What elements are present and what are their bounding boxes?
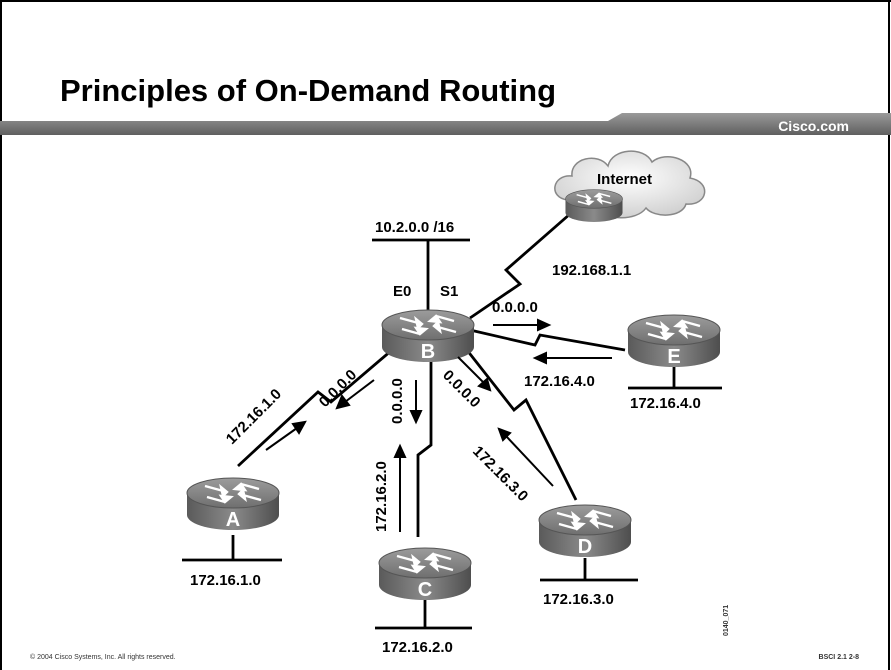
router-c-label: C <box>418 579 432 601</box>
interface-e0-label: E0 <box>393 283 411 300</box>
router-e-label: E <box>667 346 680 368</box>
internet-router-icon <box>564 188 624 223</box>
internet-label: Internet <box>597 171 652 188</box>
serial-link-b-d <box>461 344 578 501</box>
default-route-to-c-label: 0.0.0.0 <box>389 378 406 424</box>
lan-e-address-label: 172.16.4.0 <box>630 395 701 412</box>
lan-c-address-label: 172.16.2.0 <box>382 639 453 656</box>
update-from-c-label: 172.16.2.0 <box>373 461 390 532</box>
update-from-e-label: 172.16.4.0 <box>524 373 595 390</box>
default-route-to-d-label: 0.0.0.0 <box>439 367 483 411</box>
slide-frame-top <box>0 0 891 12</box>
serial-link-b-a <box>237 348 393 468</box>
lan-a-address-label: 172.16.1.0 <box>190 572 261 589</box>
lan-d-address-label: 172.16.3.0 <box>543 591 614 608</box>
header-bar <box>0 113 891 135</box>
serial-link-b-internet <box>469 205 579 320</box>
router-d-label: D <box>578 536 592 558</box>
update-arrows <box>265 318 612 532</box>
serial-link-b-c <box>416 348 433 537</box>
update-from-a-label: 172.16.1.0 <box>223 386 285 448</box>
serial-link-b-e <box>469 328 626 352</box>
slide-title: Principles of On-Demand Routing <box>60 73 557 108</box>
slide-frame-left <box>0 0 2 670</box>
interface-s1-label: S1 <box>440 283 458 300</box>
network-links <box>182 205 722 630</box>
router-a-label: A <box>226 509 240 531</box>
cisco-brand-label: Cisco.com <box>778 118 849 134</box>
router-b-label: B <box>421 341 435 363</box>
lan-b-address-label: 10.2.0.0 /16 <box>375 219 454 236</box>
isp-ip-label: 192.168.1.1 <box>552 262 631 279</box>
figure-id-label: 0140_071 <box>723 605 730 636</box>
copyright-text: © 2004 Cisco Systems, Inc. All rights re… <box>30 654 176 661</box>
slide-frame-right <box>888 0 890 670</box>
default-route-to-e-label: 0.0.0.0 <box>492 299 538 316</box>
course-reference: BSCI 2.1 2-8 <box>818 654 859 661</box>
